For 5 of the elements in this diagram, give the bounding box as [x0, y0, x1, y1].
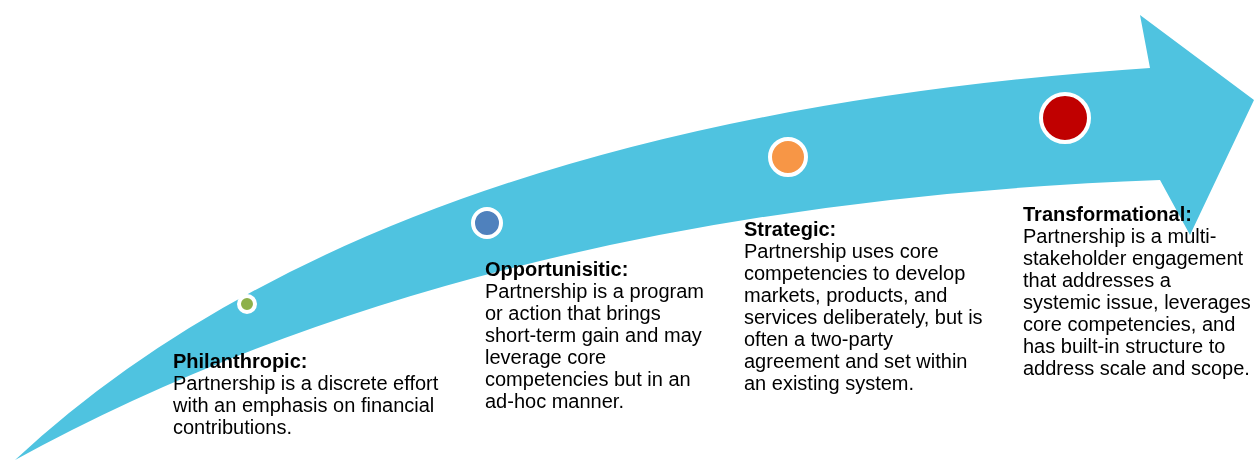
stage-description: Partnership uses core competencies to develop markets, products, and services deliberately, but is often a two-party agreement and set within an existing system.	[744, 240, 984, 394]
stage-description: Partnership is a multi-stakeholder engagement that addresses a systemic issue, leverages core competencies, and has built-in structure to address scale and scope.	[1023, 225, 1252, 379]
stage-description: Partnership is a discrete effort with an emphasis on financial contributions.	[173, 372, 440, 438]
stage-heading: Strategic:	[744, 218, 837, 240]
stage-description: Partnership is a program or action that brings short-term gain and may leverage core competencies but in an ad-hoc manner.	[485, 280, 705, 412]
